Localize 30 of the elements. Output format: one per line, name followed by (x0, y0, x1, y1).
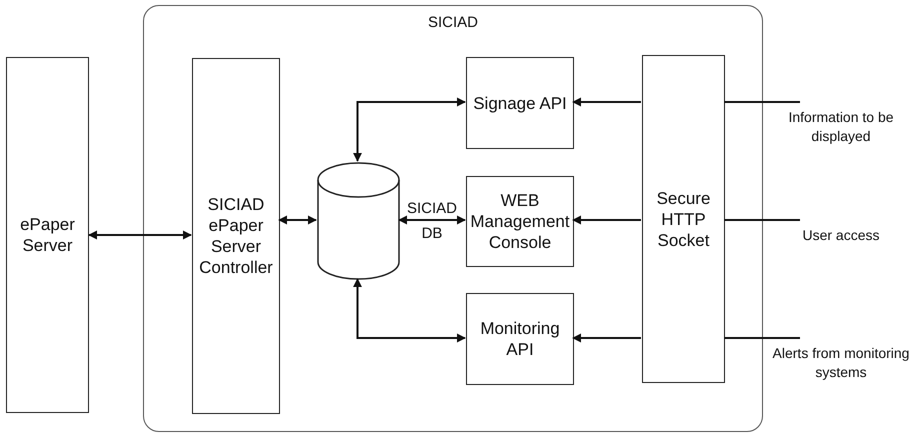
component-label: Signage API (473, 92, 567, 114)
component-box (466, 293, 574, 385)
component-box (642, 55, 725, 383)
edge-label: Information to be displayed (787, 108, 895, 146)
arrow (88, 230, 192, 240)
component-label: WEB Management Console (469, 190, 571, 253)
component-label: Secure HTTP Socket (656, 188, 712, 250)
connector-line (724, 219, 800, 221)
edge-label: Alerts from monitoring systems (772, 344, 910, 382)
connector-line (724, 337, 800, 339)
system-boundary (143, 5, 763, 432)
connector-line (724, 101, 800, 103)
component-box (466, 176, 574, 267)
component-label: SICIAD ePaper Server Controller (198, 194, 274, 278)
edge-label: User access (801, 226, 881, 245)
component-label: Monitoring API (479, 318, 561, 360)
arrow (572, 98, 641, 106)
arrow (353, 278, 466, 342)
component-box (466, 57, 574, 149)
database-cylinder (317, 162, 400, 280)
arrow (572, 216, 641, 224)
component-label: ePaper Server (19, 214, 76, 256)
boundary-title: SICIAD (426, 13, 479, 33)
arrow (572, 334, 641, 342)
component-box (6, 57, 89, 413)
arrow (353, 98, 466, 162)
arrow (398, 216, 466, 224)
database-label: SICIAD DB (406, 199, 458, 244)
component-box (192, 58, 280, 414)
arrow (278, 216, 317, 224)
